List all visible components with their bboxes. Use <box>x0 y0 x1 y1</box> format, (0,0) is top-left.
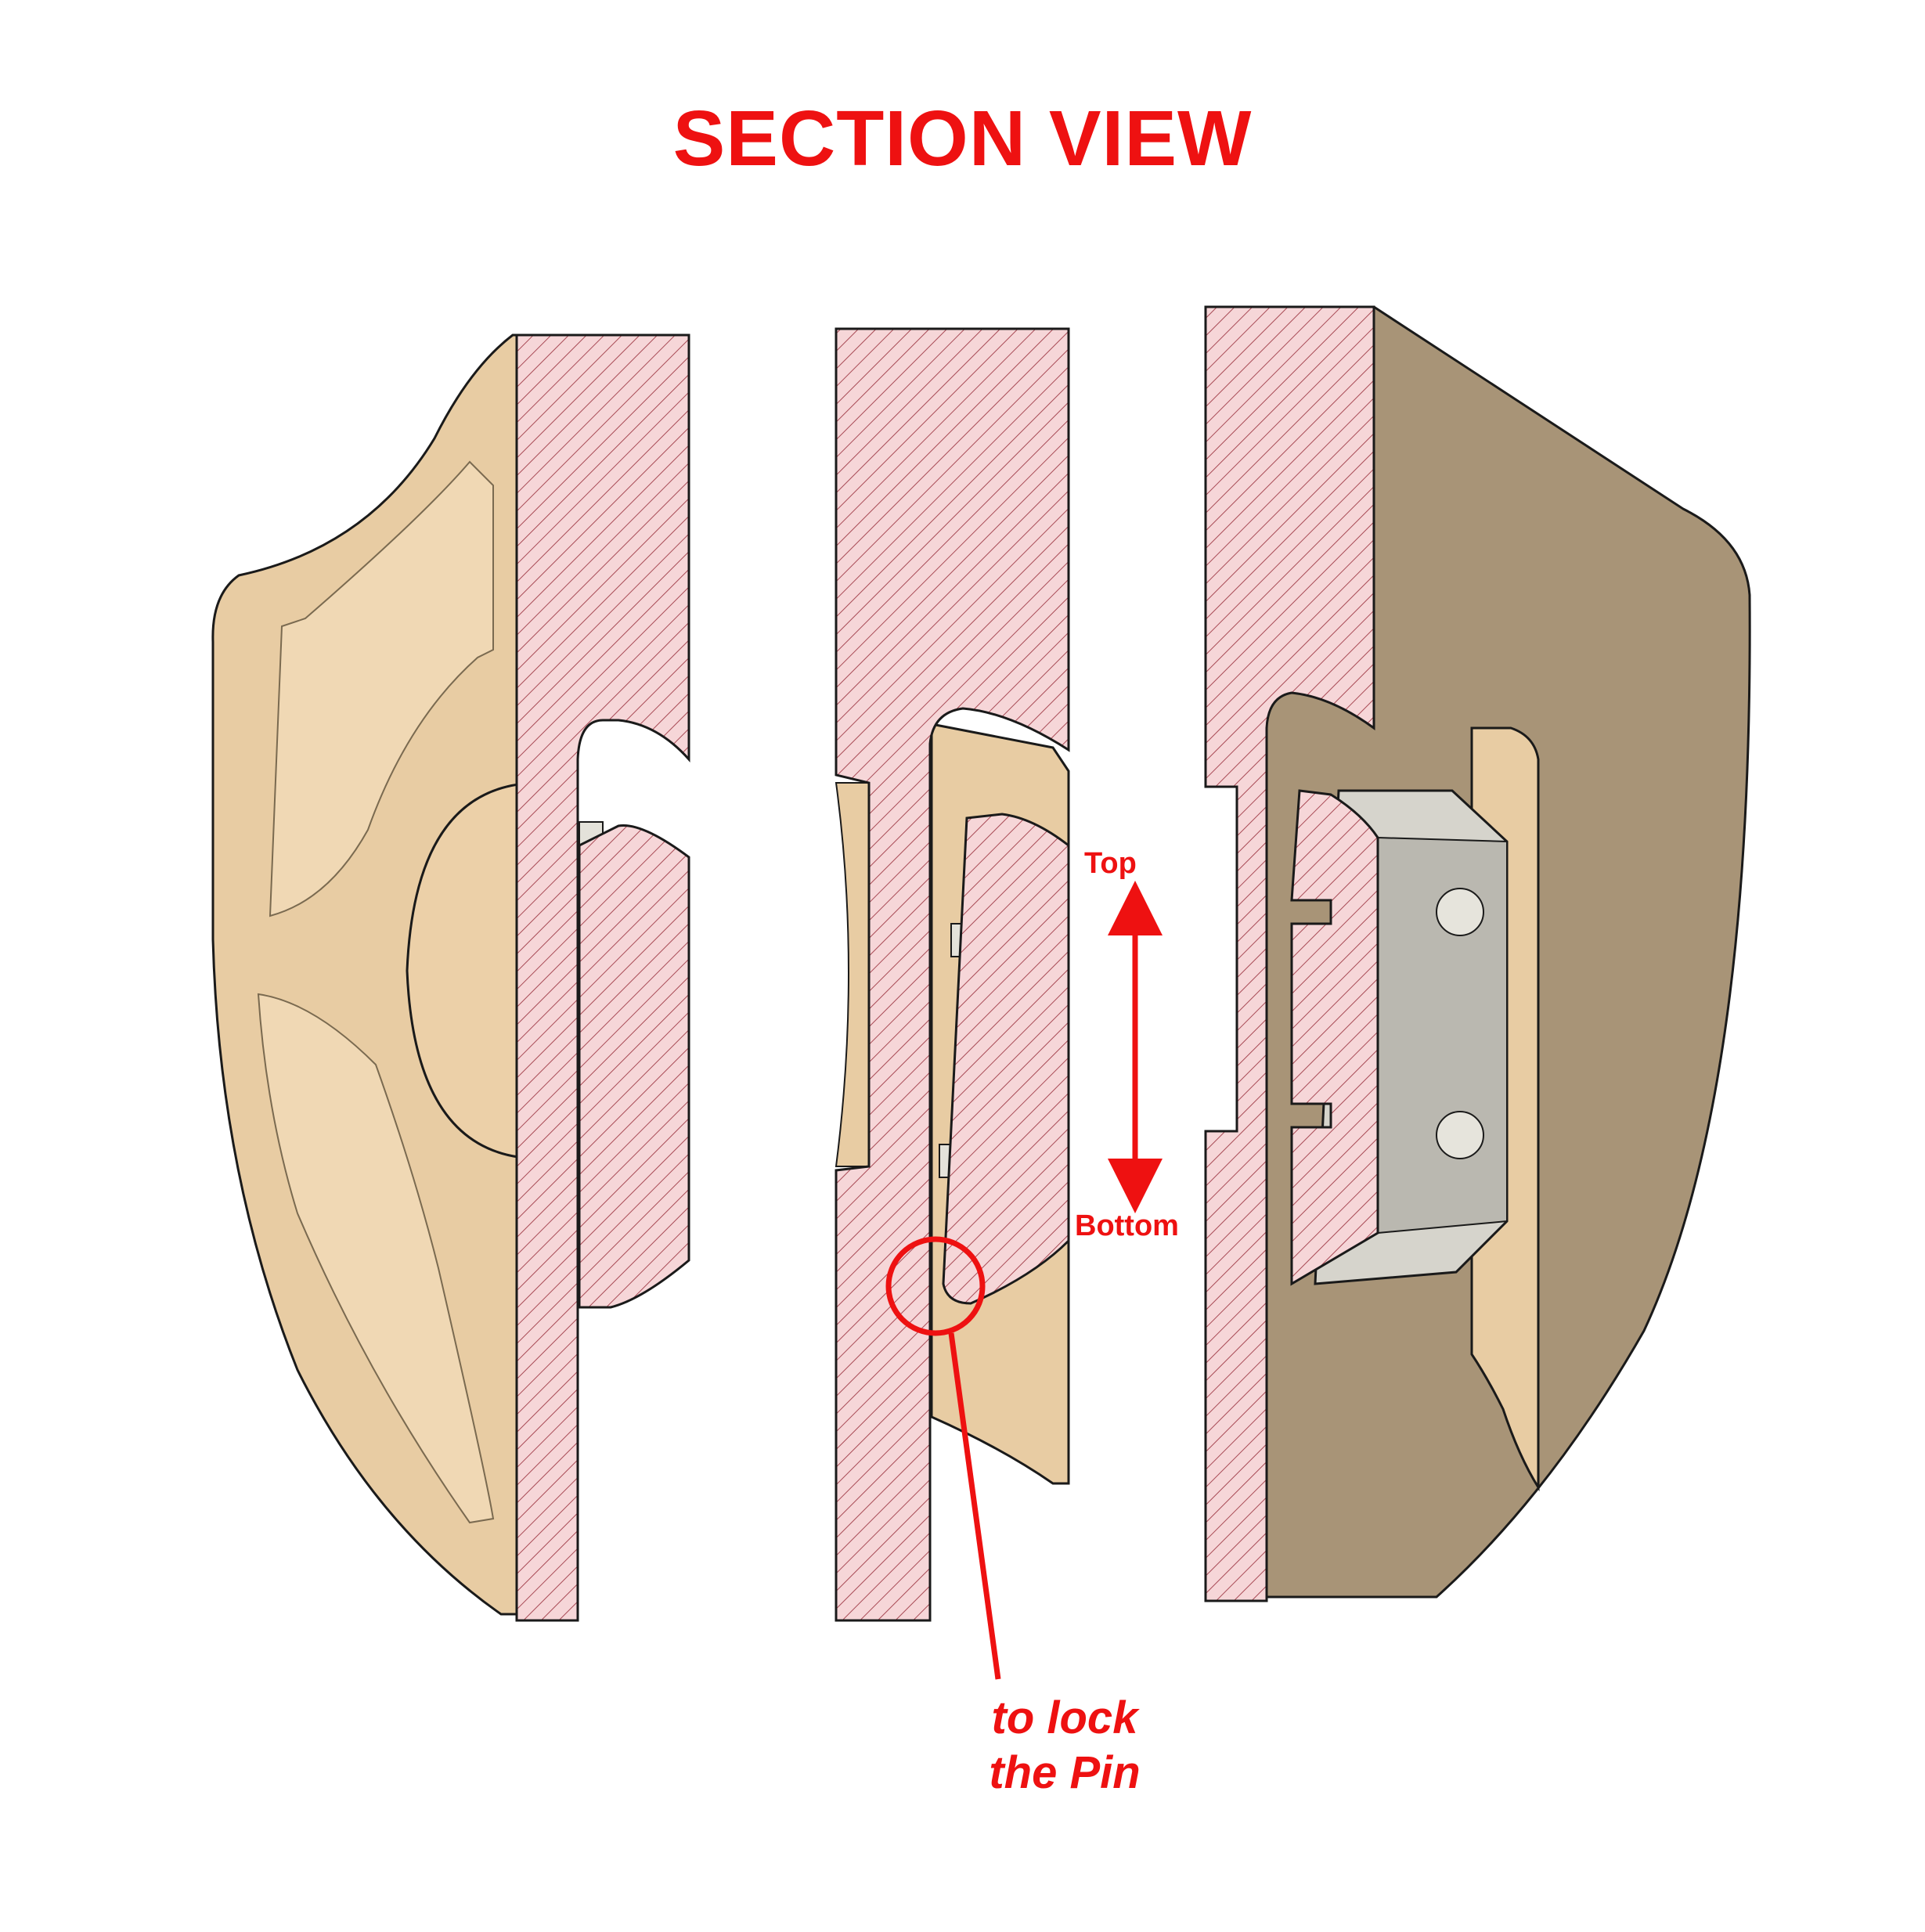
diagram-title: SECTION VIEW <box>672 95 1253 182</box>
left-lower-recess <box>257 993 495 1524</box>
middle-part <box>835 327 1070 1622</box>
top-label: Top <box>1084 847 1137 880</box>
left-section-insert <box>578 824 690 1309</box>
middle-section-plate <box>835 327 1070 1622</box>
pin-lock-highlight-circle <box>885 1236 986 1336</box>
left-dome <box>406 781 542 1160</box>
right-pin-hole-top <box>1436 888 1484 936</box>
right-pin-hole-bottom <box>1436 1111 1484 1159</box>
right-section-insert <box>1290 789 1379 1286</box>
middle-section-insert <box>942 813 1070 1305</box>
bottom-label: Bottom <box>1075 1209 1179 1242</box>
left-part <box>211 333 690 1622</box>
callout-leader-line <box>948 1332 1001 1680</box>
right-section-plate <box>1204 305 1375 1602</box>
middle-concave-face <box>835 782 870 1167</box>
callout-line-2: the Pin <box>989 1747 1141 1798</box>
left-upper-recess <box>269 460 494 917</box>
callout-line-1: to lock <box>991 1692 1138 1743</box>
left-section-plate <box>515 333 690 1622</box>
right-part <box>1204 305 1751 1602</box>
pin-lock-callout: to lock the Pin <box>900 1691 1229 1800</box>
